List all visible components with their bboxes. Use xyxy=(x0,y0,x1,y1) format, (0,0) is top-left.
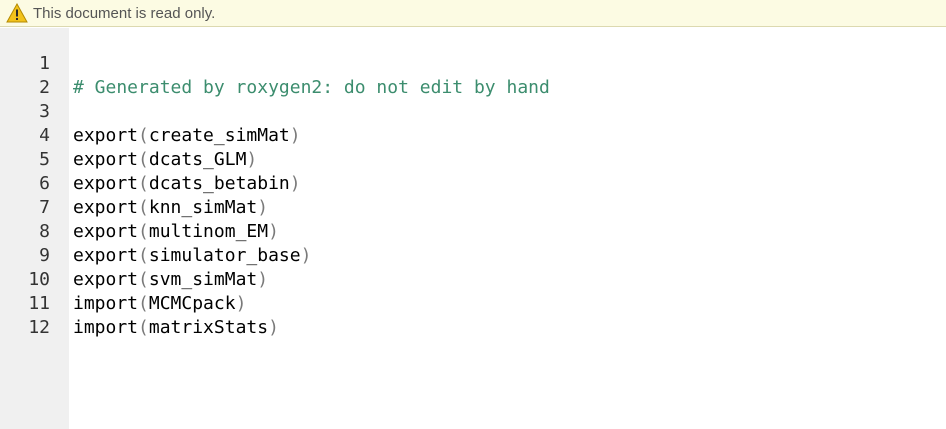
code-text[interactable]: export(create_simMat) xyxy=(73,124,301,148)
close-paren: ) xyxy=(257,269,269,290)
function-argument: simulator_base xyxy=(148,245,301,266)
close-paren: ) xyxy=(268,221,279,242)
open-paren: ( xyxy=(138,221,149,242)
code-line[interactable]: 1 # Generated by roxygen2: do not edit b… xyxy=(0,28,946,98)
comment-text[interactable]: # Generated by roxygen2: do not edit by … xyxy=(73,77,550,98)
code-line[interactable]: 9 export(svm_simMat) xyxy=(0,220,946,290)
function-argument: multinom_EM xyxy=(148,221,269,242)
function-argument: dcats_GLM xyxy=(148,149,247,170)
line-number-gutter xyxy=(0,28,69,429)
line-number: 8 xyxy=(39,221,50,242)
code-text[interactable]: import(matrixStats) xyxy=(73,316,279,340)
close-paren: ) xyxy=(257,197,269,218)
close-paren: ) xyxy=(235,293,247,314)
code-line[interactable]: 6 export(knn_simMat) xyxy=(0,148,946,218)
code-line[interactable]: 12 xyxy=(0,292,946,338)
line-number: 6 xyxy=(39,173,50,194)
open-paren: ( xyxy=(138,245,149,266)
code-content[interactable]: 1 # Generated by roxygen2: do not edit b… xyxy=(0,28,946,429)
read-only-notice: This document is read only. xyxy=(0,0,946,27)
open-paren: ( xyxy=(138,125,149,146)
function-name: import xyxy=(73,293,139,314)
function-name: export xyxy=(73,221,139,242)
warning-icon xyxy=(6,3,28,23)
code-line[interactable]: 7 export(multinom_EM) xyxy=(0,172,946,242)
code-line[interactable]: 2 xyxy=(0,52,946,98)
function-name: export xyxy=(73,125,139,146)
open-paren: ( xyxy=(138,293,149,314)
code-text[interactable]: export(simulator_base) xyxy=(73,244,311,268)
code-text[interactable]: import(MCMCpack) xyxy=(73,292,246,316)
function-name: export xyxy=(73,197,139,218)
code-text[interactable]: export(multinom_EM) xyxy=(73,220,279,244)
line-number: 11 xyxy=(28,293,50,314)
read-only-notice-text: This document is read only. xyxy=(33,4,216,22)
code-line[interactable]: 5 export(dcats_betabin) xyxy=(0,124,946,194)
open-paren: ( xyxy=(138,149,149,170)
code-line[interactable]: 3 export(create_simMat) xyxy=(0,76,946,146)
line-number: 9 xyxy=(39,245,50,266)
function-argument: MCMCpack xyxy=(148,293,236,314)
line-number: 7 xyxy=(39,197,50,218)
code-text[interactable]: export(dcats_betabin) xyxy=(73,172,301,196)
close-paren: ) xyxy=(300,245,312,266)
function-argument: matrixStats xyxy=(148,317,269,338)
function-name: export xyxy=(73,269,139,290)
function-name: export xyxy=(73,245,139,266)
code-text[interactable]: export(dcats_GLM) xyxy=(73,148,257,172)
line-number: 12 xyxy=(28,317,50,338)
line-number: 5 xyxy=(39,149,50,170)
line-number: 1 xyxy=(39,53,50,74)
close-paren: ) xyxy=(289,125,301,146)
code-text[interactable]: export(svm_simMat) xyxy=(73,268,268,292)
code-line[interactable]: 11 import(matrixStats) xyxy=(0,268,946,338)
line-number: 3 xyxy=(39,101,50,122)
function-name: import xyxy=(73,317,139,338)
open-paren: ( xyxy=(138,197,149,218)
code-line[interactable]: 10 import(MCMCpack) xyxy=(0,244,946,314)
close-paren: ) xyxy=(268,317,279,338)
function-name: export xyxy=(73,149,139,170)
open-paren: ( xyxy=(138,269,149,290)
function-name: export xyxy=(73,173,139,194)
open-paren: ( xyxy=(138,173,149,194)
code-line[interactable]: 4 export(dcats_GLM) xyxy=(0,100,946,170)
function-argument: svm_simMat xyxy=(148,269,258,290)
line-number: 2 xyxy=(39,77,50,98)
open-paren: ( xyxy=(138,317,149,338)
line-number: 4 xyxy=(39,125,50,146)
close-paren: ) xyxy=(289,173,301,194)
function-argument: knn_simMat xyxy=(148,197,258,218)
code-text[interactable]: export(knn_simMat) xyxy=(73,196,268,220)
close-paren: ) xyxy=(246,149,258,170)
function-argument: create_simMat xyxy=(148,125,290,146)
code-line[interactable]: 8 export(simulator_base) xyxy=(0,196,946,266)
function-argument: dcats_betabin xyxy=(148,173,290,194)
line-number: 10 xyxy=(28,269,50,290)
